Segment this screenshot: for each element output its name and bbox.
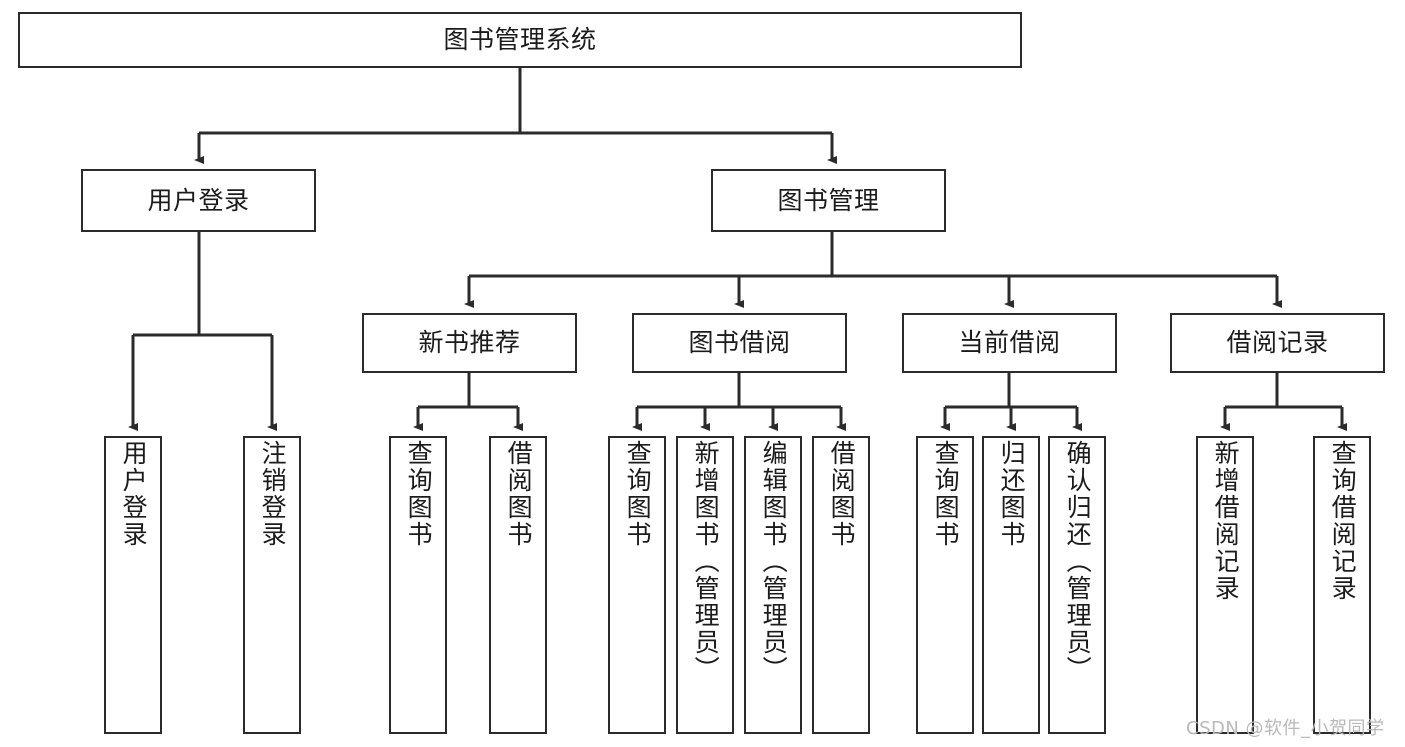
node-label: 用户登录 xyxy=(147,185,250,215)
leaf-logout[interactable]: 注销登录 xyxy=(243,436,301,734)
leaf-borrow-record-query-record[interactable]: 查询借阅记录 xyxy=(1313,436,1371,734)
node-borrow-record[interactable]: 借阅记录 xyxy=(1170,313,1385,373)
leaf-new-book-borrow-book[interactable]: 借阅图书 xyxy=(489,436,547,734)
node-label: 图书管理系统 xyxy=(443,25,597,54)
node-label: 新书推荐 xyxy=(418,328,521,357)
leaf-current-borrow-return-book[interactable]: 归还图书 xyxy=(982,436,1040,734)
watermark-text: CSDN @软件_小贺同学 xyxy=(1186,718,1385,739)
leaf-borrow-record-add-record[interactable]: 新增借阅记录 xyxy=(1196,436,1254,734)
node-current-borrow[interactable]: 当前借阅 xyxy=(902,313,1117,373)
leaf-book-borrow-edit-book-admin[interactable]: 编辑图书（管理员） xyxy=(744,436,802,734)
node-label: 编辑图书（管理员） xyxy=(759,440,789,683)
leaf-book-borrow-borrow-book[interactable]: 借阅图书 xyxy=(812,436,870,734)
leaf-current-borrow-query-book[interactable]: 查询图书 xyxy=(916,436,974,734)
node-label: 查询图书 xyxy=(404,440,434,548)
node-label: 新增图书（管理员） xyxy=(691,440,721,683)
node-label: 新增借阅记录 xyxy=(1211,440,1241,602)
node-label: 归还图书 xyxy=(997,440,1027,548)
leaf-book-borrow-query-book[interactable]: 查询图书 xyxy=(608,436,666,734)
node-root-book-management-system[interactable]: 图书管理系统 xyxy=(18,12,1022,68)
node-user-login[interactable]: 用户登录 xyxy=(81,169,316,232)
leaf-book-borrow-add-book-admin[interactable]: 新增图书（管理员） xyxy=(676,436,734,734)
leaf-current-borrow-confirm-return-admin[interactable]: 确认归还（管理员） xyxy=(1048,436,1106,734)
node-label: 当前借阅 xyxy=(958,328,1061,357)
node-label: 用户登录 xyxy=(119,440,149,548)
node-label: 借阅记录 xyxy=(1226,328,1329,357)
node-new-book-recommend[interactable]: 新书推荐 xyxy=(362,313,577,373)
node-label: 图书借阅 xyxy=(688,328,791,357)
node-label: 确认归还（管理员） xyxy=(1063,440,1093,683)
node-label: 查询图书 xyxy=(623,440,653,548)
leaf-new-book-query-book[interactable]: 查询图书 xyxy=(389,436,447,734)
node-book-borrow[interactable]: 图书借阅 xyxy=(632,313,847,373)
leaf-user-login[interactable]: 用户登录 xyxy=(104,436,162,734)
node-label: 图书管理 xyxy=(777,185,880,215)
node-book-management[interactable]: 图书管理 xyxy=(711,169,946,232)
node-label: 借阅图书 xyxy=(504,440,534,548)
node-label: 借阅图书 xyxy=(827,440,857,548)
node-label: 注销登录 xyxy=(258,440,288,548)
node-label: 查询图书 xyxy=(931,440,961,548)
node-label: 查询借阅记录 xyxy=(1328,440,1358,602)
